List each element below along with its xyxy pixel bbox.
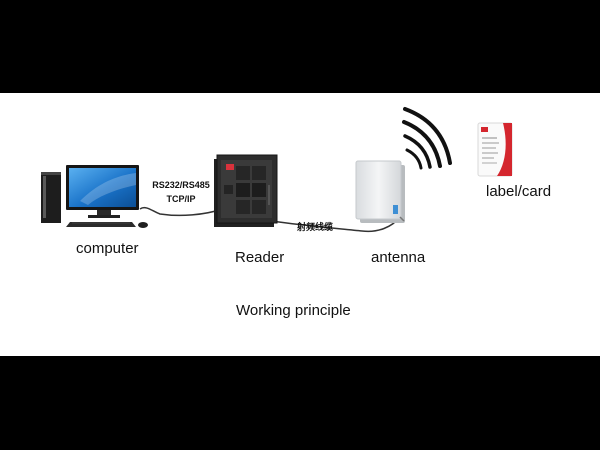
- computer-icon: [41, 165, 148, 228]
- protocol-label-line1: RS232/RS485: [152, 180, 210, 190]
- protocol-label-line2: TCP/IP: [166, 194, 196, 204]
- reader-antenna-cable: [271, 216, 401, 233]
- diagram-graphics: [41, 107, 513, 233]
- antenna-label: antenna: [371, 249, 426, 266]
- computer-reader-cable: [139, 206, 223, 217]
- rf-cable-label: 射频线缆: [297, 222, 334, 232]
- diagram-canvas: RS232/RS485 TCP/IP 射频线缆 computer Reader …: [0, 93, 600, 356]
- reader-icon: [214, 154, 278, 227]
- diagram-caption: Working principle: [236, 302, 351, 319]
- label-card-label: label/card: [486, 183, 552, 200]
- rfid-card-icon: [477, 122, 513, 177]
- reader-label: Reader: [235, 249, 285, 266]
- computer-label: computer: [76, 240, 139, 257]
- rf-signal-waves-icon: [402, 107, 452, 170]
- protocol-label: RS232/RS485 TCP/IP: [150, 179, 212, 206]
- antenna-icon: [355, 160, 405, 223]
